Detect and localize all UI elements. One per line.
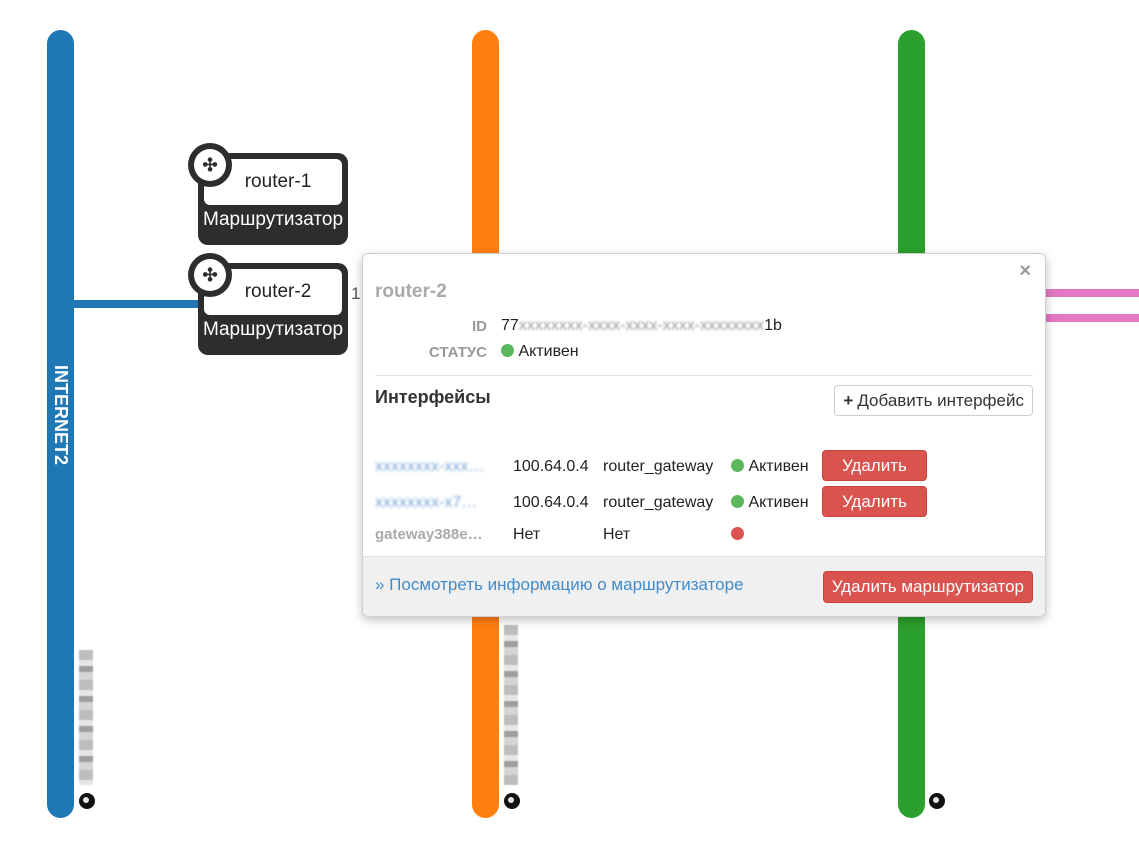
network-label: INTERNET2 (51, 365, 71, 466)
router-icon: ✣ (188, 253, 232, 297)
popup-footer: » Посмотреть информацию о маршрутизаторе… (363, 556, 1045, 616)
router-node[interactable]: router-2 Маршрутизатор ✣ (188, 253, 348, 355)
masked-network-label (79, 650, 93, 785)
status-label: СТАТУС (428, 344, 487, 361)
globe-icon (929, 793, 945, 809)
interface-status: Активен (731, 453, 809, 481)
masked-network-label (504, 625, 518, 785)
interface-status: Активен (731, 489, 809, 517)
popup-title: router-2 (375, 281, 447, 302)
router-network-link (1044, 314, 1139, 322)
interface-owner: router_gateway (603, 458, 714, 475)
interface-owner: Нет (603, 526, 631, 543)
delete-interface-button[interactable]: Удалить интерфейс (822, 450, 927, 504)
delete-router-button[interactable]: Удалить маршрутизатор (822, 571, 1033, 603)
view-router-info-link[interactable]: » Посмотреть информацию о маршрутизаторе (375, 575, 744, 594)
router-info-popup: × router-2 ID 77xxxxxxxx-xxxx-xxxx-xxxx-… (362, 253, 1046, 617)
interface-ip: Нет (513, 526, 541, 543)
interface-name: gateway388e… (375, 526, 483, 543)
interface-name-link[interactable]: xxxxxxxx-xxx… (375, 458, 485, 475)
interface-name-link[interactable]: xxxxxxxx-x7… (375, 494, 478, 511)
router-node[interactable]: router-1 Маршрутизатор ✣ (188, 143, 348, 245)
status-dot (731, 459, 744, 472)
globe-icon (79, 793, 95, 809)
router-name: router-1 (204, 159, 342, 205)
network-bar-internet2[interactable] (47, 30, 74, 818)
interfaces-title: Интерфейсы (375, 387, 491, 407)
close-icon[interactable]: × (1019, 260, 1031, 282)
router-icon: ✣ (188, 143, 232, 187)
router-network-link (74, 300, 202, 308)
plus-icon: + (843, 391, 854, 410)
id-label: ID (472, 318, 487, 335)
status-dot (731, 527, 744, 540)
status-dot (731, 495, 744, 508)
add-interface-button[interactable]: +Добавить интерфейс (834, 385, 1033, 416)
delete-interface-button[interactable]: Удалить интерфейс (822, 486, 927, 540)
status-value: Активен (501, 343, 579, 361)
interface-owner: router_gateway (603, 494, 714, 511)
router-type: Маршрутизатор (202, 319, 344, 340)
interface-status (731, 521, 744, 549)
id-value: 77xxxxxxxx-xxxx-xxxx-xxxx-xxxxxxxx1b (501, 317, 782, 334)
router-type: Маршрутизатор (202, 209, 344, 230)
link-label: 1 (351, 284, 361, 303)
divider (375, 375, 1033, 376)
status-dot (501, 344, 514, 357)
interface-ip: 100.64.0.4 (513, 494, 589, 511)
globe-icon (504, 793, 520, 809)
router-network-link (1044, 289, 1139, 297)
interface-ip: 100.64.0.4 (513, 458, 589, 475)
